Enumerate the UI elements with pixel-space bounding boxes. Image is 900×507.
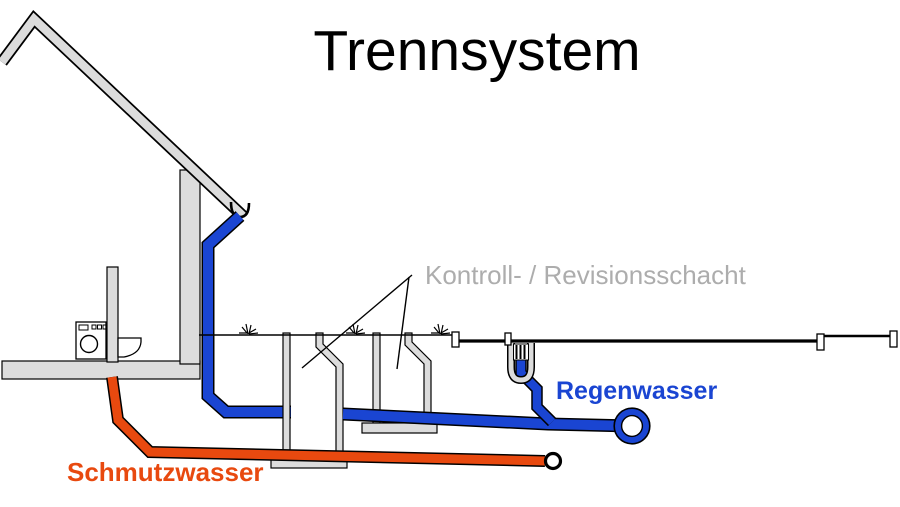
house-floor [1,360,201,380]
street-inlet [507,343,535,385]
rainwater-main-pipe [342,358,633,433]
curb-stone-4 [889,330,898,348]
rainwater-pipe-outlet [613,407,651,445]
shaft-label-leaders [301,274,413,370]
sewage-pipe-outlet [543,451,563,471]
curb-stone-1 [451,331,460,348]
shaft-label: Kontroll- / Revisionsschacht [425,260,747,290]
house-exterior-wall [179,169,201,365]
sewage-pipe [106,376,546,467]
rainwater-downpipe [201,211,291,419]
house [0,10,251,380]
inlet-grate-icon [513,343,529,361]
sewage-label: Schmutzwasser [67,457,264,487]
curb-stone-3 [816,333,825,351]
ground-profile [199,323,898,351]
house-interior-wall [106,266,119,363]
rainwater-label: Regenwasser [556,377,717,405]
diagram-title: Trennsystem [313,19,640,83]
toilet-icon [117,337,142,358]
washing-machine-icon [75,321,107,360]
control-shaft-1 [270,332,348,469]
curb-stone-2 [504,332,512,346]
house-roof [0,10,249,222]
